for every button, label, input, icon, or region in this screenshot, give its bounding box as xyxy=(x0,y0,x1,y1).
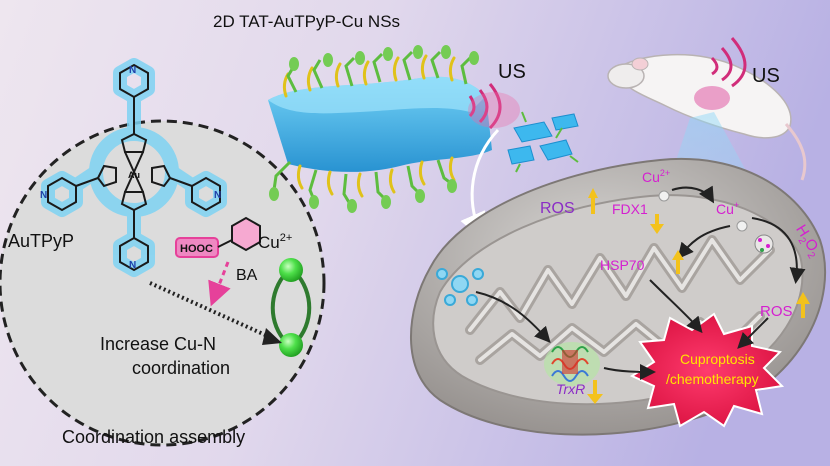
pyridine-nitrogen-top: N xyxy=(129,65,136,76)
ros-left-up-arrow xyxy=(588,188,598,214)
autpyp-label: AuTPyP xyxy=(8,231,74,251)
autpyp-to-trxr-arrow xyxy=(475,291,551,343)
ros-right-up-arrow xyxy=(796,292,810,318)
cu2-inset-label: Cu2+ xyxy=(258,232,292,252)
autpyp-molecule: Au N N N N xyxy=(40,58,227,277)
coordination-line-2: coordination xyxy=(132,358,230,378)
cu1-to-ros-arrow xyxy=(751,217,806,284)
cu2-ion xyxy=(658,190,670,202)
nanosheet-fragments xyxy=(507,111,579,173)
hsp70-up-arrow xyxy=(672,250,684,274)
hsp70-label: HSP70 xyxy=(600,257,645,273)
coordination-line-1: Increase Cu-N xyxy=(100,334,216,354)
outcome-line-2: /chemotherapy xyxy=(666,371,759,387)
mouse-model xyxy=(607,37,807,181)
pyridine-nitrogen-right: N xyxy=(214,190,221,201)
ros-to-outcome-arrow xyxy=(737,317,769,349)
ultrasound-waves-left xyxy=(468,83,502,130)
cu-sphere-top xyxy=(279,258,303,282)
trxr-down-arrow xyxy=(587,380,603,404)
cu1-to-hsp70-arrow xyxy=(677,225,731,260)
ultrasound-glow-left xyxy=(468,92,520,128)
inset-caption: Coordination assembly xyxy=(62,427,245,447)
fdx1-down-arrow xyxy=(650,214,664,234)
gold-atom-label: Au xyxy=(128,170,140,180)
ba-label: BA xyxy=(236,267,258,284)
ros-label-left: ROS xyxy=(540,200,575,217)
ros-label-right: ROS xyxy=(760,303,793,320)
trxr-label: TrxR xyxy=(556,381,585,397)
nanosheet-title: 2D TAT-AuTPyP-Cu NSs xyxy=(213,12,400,31)
coordination-arrow-head xyxy=(262,328,282,345)
outcome-line-1: Cuproptosis xyxy=(680,351,755,367)
cu-sphere-bottom xyxy=(279,333,303,357)
cu1-pathway-label: Cu+ xyxy=(716,200,739,217)
pyridine-nitrogen-bottom: N xyxy=(129,260,136,271)
coordination-dotted-arrow xyxy=(149,281,273,340)
hsp70-to-outcome-arrow xyxy=(649,279,703,334)
fdx1-label: FDX1 xyxy=(612,201,648,217)
cu2-pathway-label: Cu2+ xyxy=(642,168,670,185)
coordination-inset-circle xyxy=(0,119,326,447)
released-autpyp xyxy=(436,268,484,306)
nanosheet xyxy=(268,45,492,213)
ultrasound-label-right: US xyxy=(752,65,780,87)
ultrasound-label-left: US xyxy=(498,61,526,83)
trxr-to-outcome-arrow xyxy=(603,363,656,380)
benzoic-acid: HOOC BA xyxy=(175,216,261,307)
trxr-protein xyxy=(544,342,600,386)
pyridine-nitrogen-left: N xyxy=(40,190,47,201)
cu2-to-cu1-arrow xyxy=(671,185,715,204)
ba-carboxyl-group: HOOC xyxy=(180,243,213,255)
cu1-ion xyxy=(736,220,748,232)
cu-coordination-pair xyxy=(270,258,312,357)
fenton-reaction-dots xyxy=(754,234,774,254)
